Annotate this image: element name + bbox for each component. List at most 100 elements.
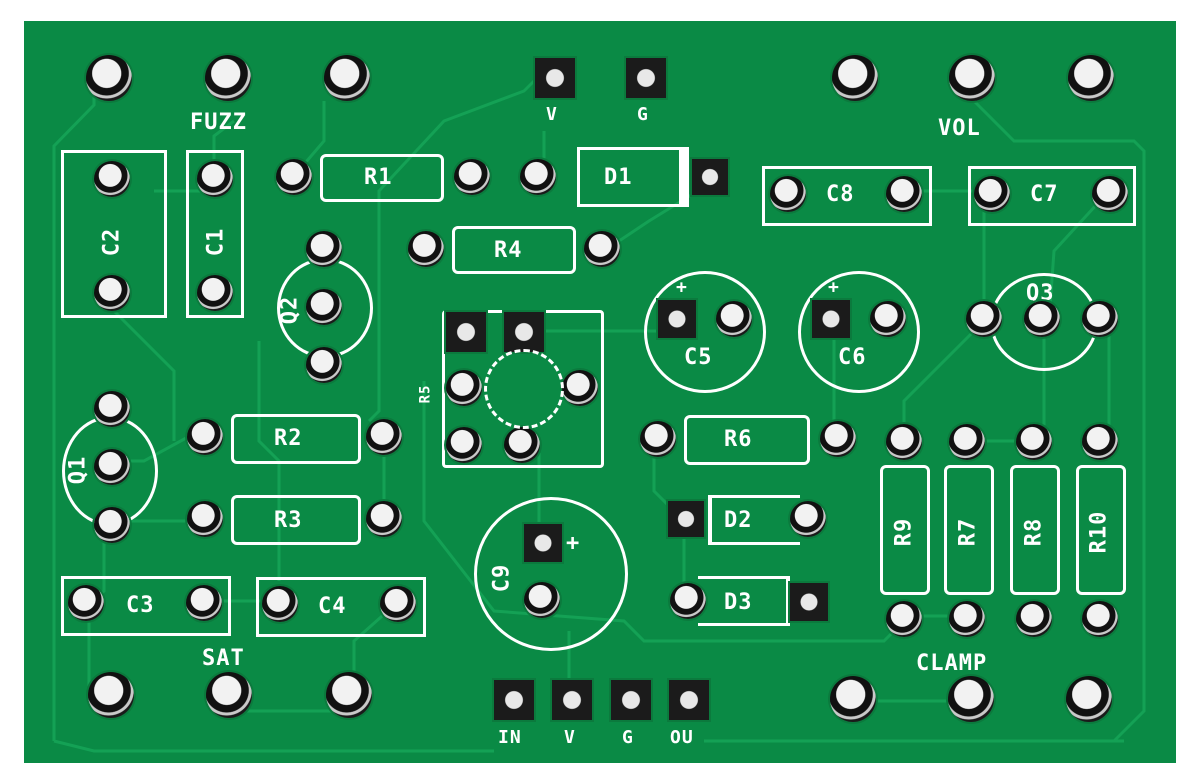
r7-pad-1 [949, 424, 985, 460]
c2-outline [61, 150, 167, 318]
q2-pad-1 [306, 231, 342, 267]
c8-outline [762, 166, 932, 226]
r4-pad-2 [584, 231, 620, 267]
c4-label: C4 [318, 594, 347, 619]
c3-pad-2 [186, 585, 222, 621]
q3-pad-3 [1082, 301, 1118, 337]
fuzz-label: FUZZ [190, 110, 247, 135]
sat-pot-pad-3 [326, 672, 372, 718]
io-g-pad [611, 680, 651, 720]
r6-pad-1 [640, 421, 676, 457]
r10-label: R10 [1086, 510, 1112, 554]
c7-pad-1 [974, 176, 1010, 212]
io-out-pad [669, 680, 709, 720]
r3-pad-2 [366, 501, 402, 537]
r5-pad-4 [562, 370, 598, 406]
q2-pad-2 [306, 289, 342, 325]
c8-pad-1 [770, 176, 806, 212]
d1-pad-1 [520, 159, 556, 195]
c1-pad-1 [197, 161, 233, 197]
d3-label: D3 [724, 590, 753, 615]
r4-pad-1 [408, 231, 444, 267]
r4-outline [452, 226, 576, 274]
vol-label: VOL [938, 116, 981, 141]
r10-outline [1076, 465, 1126, 595]
d2-pad-2 [790, 501, 826, 537]
r1-outline [320, 154, 444, 202]
r7-pad-2 [949, 601, 985, 637]
c5-outline [644, 271, 766, 393]
c6-plus-mark: + [828, 277, 840, 298]
r5-outline [442, 310, 604, 468]
r8-pad-1 [1016, 424, 1052, 460]
sat-pot-pad-1 [88, 672, 134, 718]
q2-pad-3 [306, 347, 342, 383]
power-g-pad [626, 58, 666, 98]
vol-pot-pad-1 [832, 55, 878, 101]
r5-pad-6 [504, 427, 540, 463]
q1-pad-2 [94, 449, 130, 485]
clamp-pot-pad-1 [830, 676, 876, 722]
q1-label: Q1 [65, 455, 91, 485]
r2-outline [231, 414, 361, 464]
fuzz-pot-pad-3 [324, 55, 370, 101]
r8-pad-2 [1016, 601, 1052, 637]
power-v-pad [535, 58, 575, 98]
clamp-pot-pad-2 [948, 676, 994, 722]
power-g-label: G [637, 104, 649, 125]
io-out-label: OU [670, 727, 694, 748]
q1-pad-1 [94, 391, 130, 427]
vol-pot-pad-2 [949, 55, 995, 101]
c1-pad-2 [197, 275, 233, 311]
d3-pad-2 [790, 583, 828, 621]
c9-pad-pos [524, 524, 562, 562]
q3-pad-1 [966, 301, 1002, 337]
io-in-label: IN [498, 727, 522, 748]
power-v-label: V [546, 104, 558, 125]
c3-pad-1 [68, 585, 104, 621]
r3-pad-1 [187, 501, 223, 537]
r9-pad-2 [886, 601, 922, 637]
clamp-label: CLAMP [916, 651, 988, 676]
c3-label: C3 [126, 593, 155, 618]
c6-pad-neg [870, 301, 906, 337]
r4-label: R4 [494, 238, 523, 263]
clamp-pot-pad-3 [1066, 676, 1112, 722]
r5-pad-3 [446, 370, 482, 406]
c9-pad-neg [524, 582, 560, 618]
c5-label: C5 [684, 345, 713, 370]
c1-label: C1 [203, 227, 229, 257]
d2-pad-1 [668, 501, 704, 537]
r5-pad-2 [504, 312, 544, 352]
c2-label: C2 [99, 227, 125, 257]
c4-outline [256, 577, 426, 637]
vol-pot-pad-3 [1068, 55, 1114, 101]
c4-pad-2 [380, 586, 416, 622]
r1-label: R1 [364, 165, 393, 190]
r5-label: R5 [417, 384, 434, 404]
q3-label: Q3 [1026, 281, 1055, 306]
d1-outline [577, 147, 689, 207]
fuzz-pot-pad-1 [86, 55, 132, 101]
r6-pad-2 [820, 421, 856, 457]
r9-label: R9 [891, 517, 917, 547]
c9-label: C9 [489, 563, 515, 593]
r2-pad-1 [187, 419, 223, 455]
r5-pad-5 [446, 427, 482, 463]
c3-outline [61, 576, 231, 636]
r1-pad-1 [276, 159, 312, 195]
c5-plus-mark: + [676, 277, 688, 298]
r5-pad-1 [446, 312, 486, 352]
c7-outline [968, 166, 1136, 226]
io-v-pad [552, 680, 592, 720]
c6-label: C6 [838, 345, 867, 370]
r6-outline [684, 415, 810, 465]
fuzz-pot-pad-2 [205, 55, 251, 101]
d3-pad-1 [670, 583, 706, 619]
r9-outline [880, 465, 930, 595]
r9-pad-1 [886, 424, 922, 460]
d1-pad-2 [692, 159, 728, 195]
r3-outline [231, 495, 361, 545]
c4-pad-1 [262, 586, 298, 622]
d1-label: D1 [604, 165, 633, 190]
